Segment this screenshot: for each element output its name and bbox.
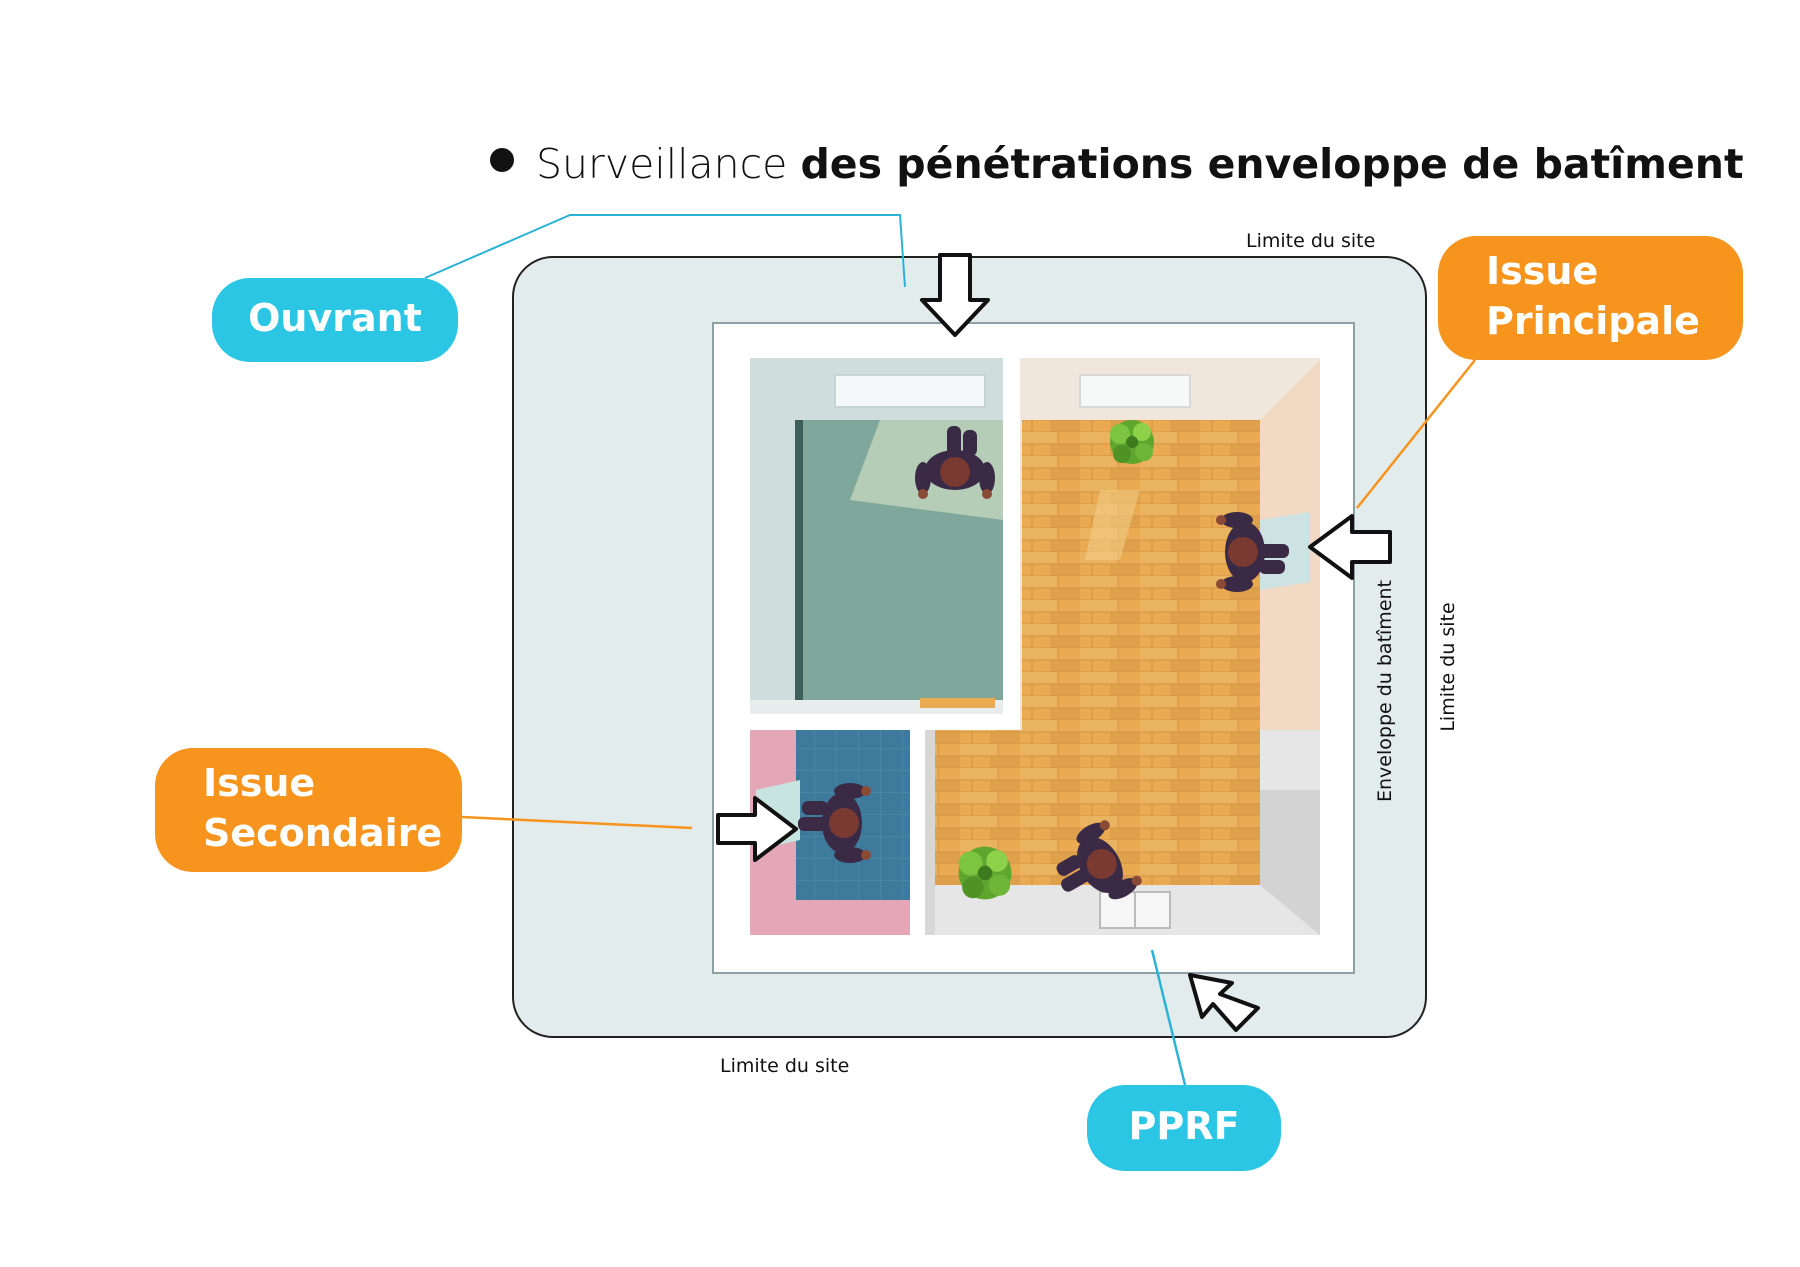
plant-icon [958,846,1012,900]
label-ouvrant-text: Ouvrant [248,296,422,340]
arrow-down-icon [920,253,990,337]
room-top-left [750,358,1003,714]
title-emphasis: des pénétrations enveloppe de batîment [800,140,1744,188]
label-issue-principale-line2: Principale [1486,299,1700,343]
label-ouvrant: Ouvrant [212,278,458,362]
annotation-enveloppe: Enveloppe du batîment [1374,580,1396,802]
label-pprf-text: PPRF [1128,1104,1240,1148]
leader-line-pprf [1150,949,1187,1086]
label-issue-principale: Issue Principale [1438,236,1743,360]
arrow-left-icon [1308,514,1392,580]
plant-icon [1110,420,1154,464]
annotation-limite-bottom: Limite du site [720,1055,850,1077]
page-title: Surveillance des pénétrations enveloppe … [490,140,1744,188]
arrow-up-left-icon [1188,973,1260,1032]
leader-line-issue-principale [1356,359,1476,509]
title-prefix: Surveillance [536,140,788,188]
bullet-icon [490,148,514,172]
leader-line-issue-secondaire [461,815,693,830]
room-bottom-right [925,730,1320,935]
annotation-limite-right: Limite du site [1437,602,1459,732]
leader-line-ouvrant [424,214,906,288]
arrow-right-icon [716,796,798,862]
annotation-limite-top: Limite du site [1246,230,1376,252]
label-issue-secondaire-line1: Issue [203,761,316,805]
room-top-right [1020,358,1320,773]
label-issue-principale-line1: Issue [1486,249,1599,293]
label-issue-secondaire-line2: Secondaire [203,811,443,855]
label-pprf: PPRF [1087,1085,1281,1171]
label-issue-secondaire: Issue Secondaire [155,748,462,872]
